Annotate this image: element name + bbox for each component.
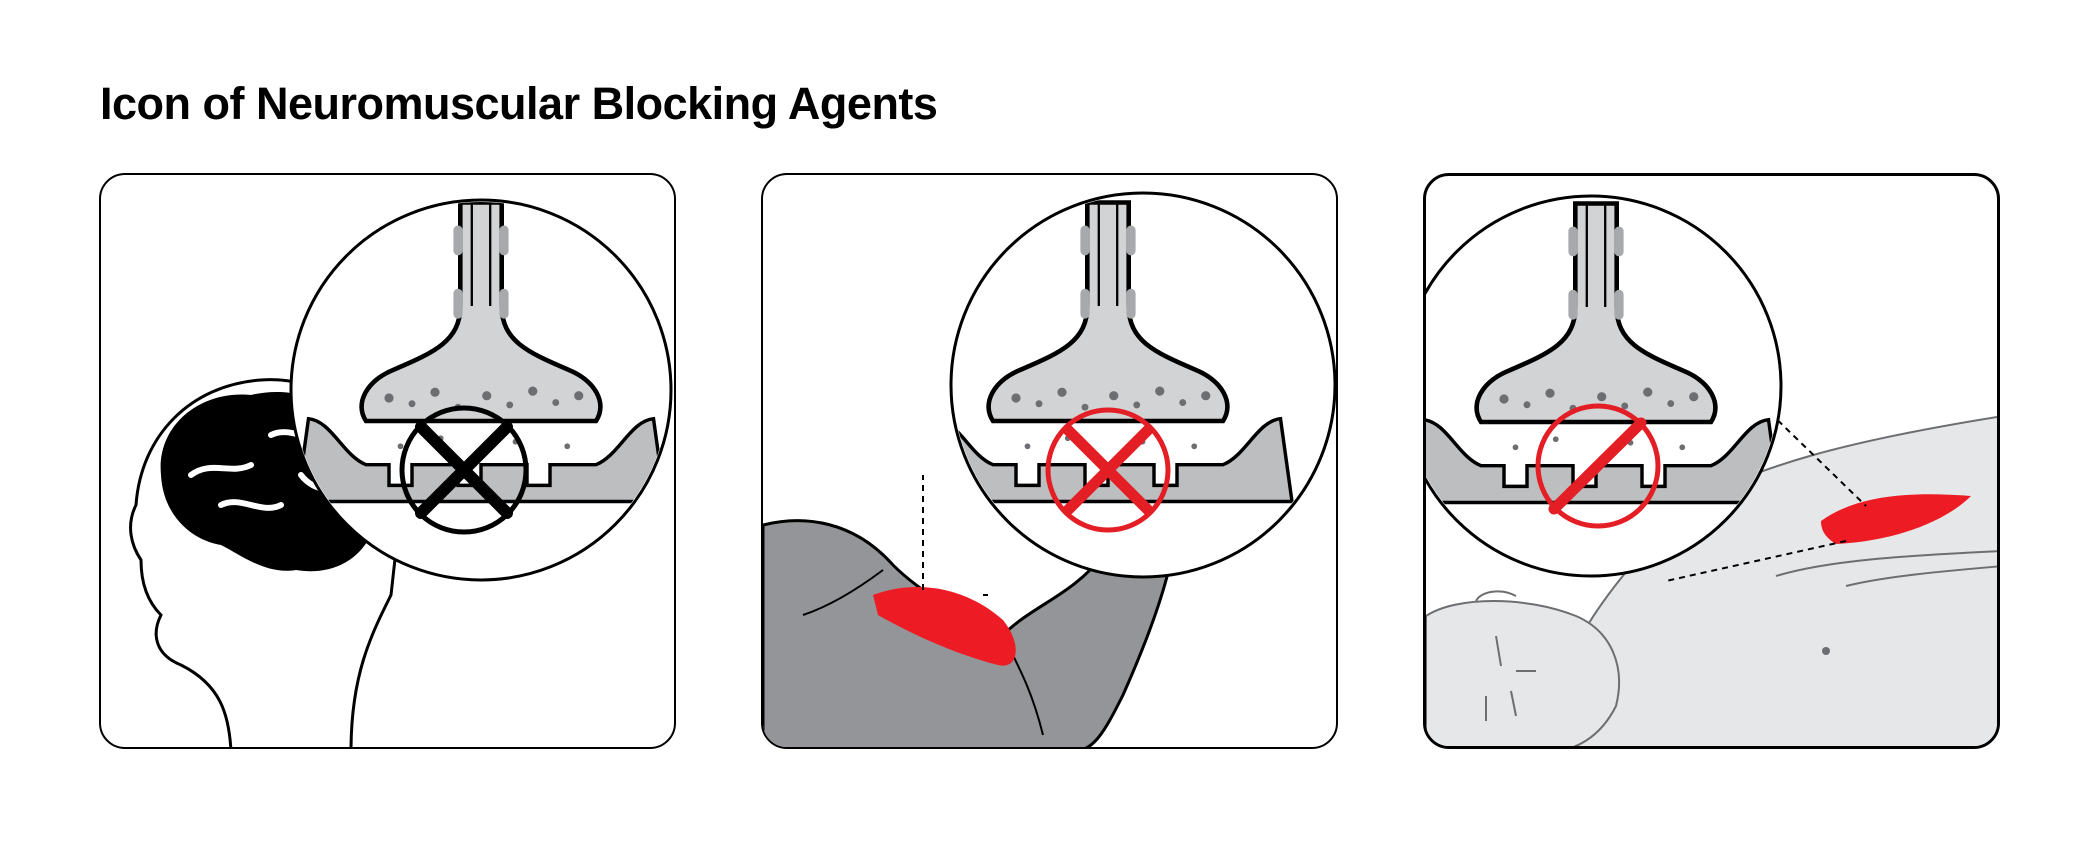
page-title: Icon of Neuromuscular Blocking Agents [100, 78, 938, 129]
red-muscle-icon [1821, 494, 1971, 544]
red-no-symbol-icon [1535, 403, 1661, 529]
black-x-block-icon [399, 405, 529, 535]
red-muscle-icon [873, 587, 1016, 666]
panel-brain [99, 173, 676, 749]
synapse-zoom-icon [949, 191, 1336, 579]
red-no-symbol-icon [1045, 407, 1171, 533]
synapse-zoom-icon [1426, 194, 1783, 578]
panel-chest [1423, 173, 2000, 749]
panel-arm [761, 173, 1338, 749]
synapse-zoom-icon [289, 198, 673, 582]
